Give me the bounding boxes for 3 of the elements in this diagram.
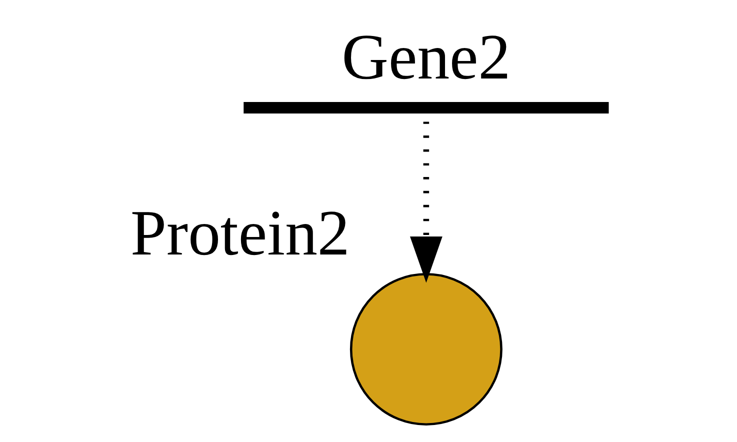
node-label: Protein2 [130,196,350,268]
node-text: Gene2 [341,20,510,93]
node-circle [349,273,502,426]
